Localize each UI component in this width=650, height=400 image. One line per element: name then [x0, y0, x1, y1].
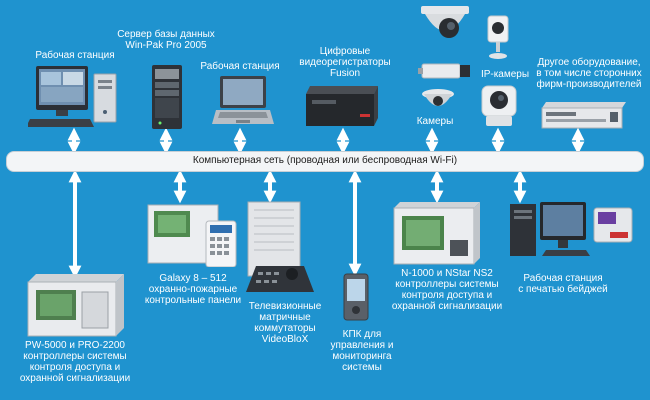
other-equipment-image [540, 100, 630, 132]
nstar-controller-image [390, 200, 482, 266]
label-galaxy: Galaxy 8 – 512 охранно-пожарные контроль… [144, 273, 242, 306]
network-bar [6, 151, 644, 172]
label-other-equipment: Другое оборудование, в том числе сторонн… [536, 57, 642, 90]
box-camera-image [418, 58, 474, 84]
label-videoblox: Телевизионные матричные коммутаторы Vide… [248, 301, 322, 345]
ptz-camera-image [478, 82, 520, 130]
db-server-image [150, 63, 184, 131]
label-ip-cameras: IP-камеры [480, 69, 530, 80]
laptop-image [212, 74, 274, 130]
label-badge-ws: Рабочая станция с печатью бейджей [518, 273, 608, 295]
label-db-server: Сервер базы данных Win-Pak Pro 2005 [117, 29, 215, 51]
mini-dome-camera-image [420, 86, 456, 112]
galaxy-panel-image [146, 203, 242, 268]
dome-camera-image [417, 4, 473, 48]
label-cameras: Камеры [416, 116, 454, 127]
pda-image [342, 272, 370, 322]
badge-workstation-image [506, 198, 636, 260]
label-pda: КПК для управления и мониторинга системы [330, 329, 394, 373]
label-pw-controllers: PW-5000 и PRO-2200 контроллеры системы к… [19, 340, 131, 384]
network-label: Компьютерная сеть (проводная или беспров… [192, 155, 458, 166]
label-workstation2: Рабочая станция [200, 61, 280, 72]
videoblox-image [242, 200, 318, 300]
label-dvr: Цифровые видеорегистраторы Fusion [299, 46, 391, 79]
label-nstar: N-1000 и NStar NS2 контроллеры системы к… [391, 268, 503, 312]
workstation-image [26, 64, 128, 132]
label-workstation1: Рабочая станция [35, 50, 115, 61]
ip-camera-image [484, 14, 512, 62]
dvr-image [302, 84, 382, 130]
pw-controller-cabinet-image [26, 272, 126, 338]
